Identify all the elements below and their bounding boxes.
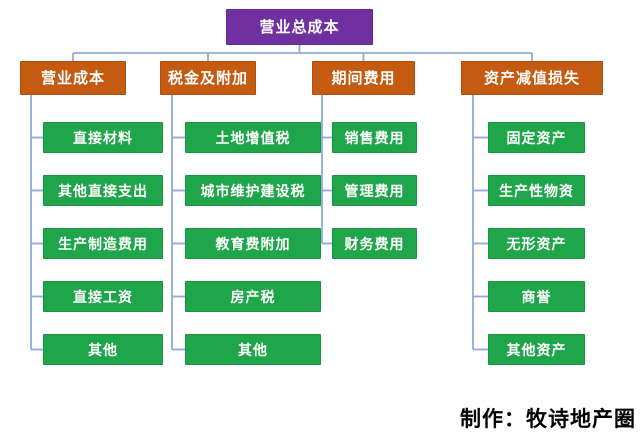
child-box-0-3: 直接工资 (43, 281, 163, 312)
child-box-3-3: 商誉 (488, 281, 585, 312)
child-box-3-0: 固定资产 (488, 122, 585, 153)
child-box-1-0: 土地增值税 (185, 122, 321, 153)
child-box-2-2: 财务费用 (332, 228, 417, 259)
child-box-0-1: 其他直接支出 (43, 175, 163, 206)
child-box-1-1: 城市维护建设税 (185, 175, 321, 206)
child-box-2-1: 管理费用 (332, 175, 417, 206)
root-box-total-operating-cost: 营业总成本 (226, 9, 373, 45)
group-box-2: 期间费用 (312, 61, 415, 95)
group-box-0: 营业成本 (20, 61, 126, 95)
caption-credit: 制作：牧诗地产圈 (460, 407, 636, 431)
child-box-2-0: 销售费用 (332, 122, 417, 153)
child-box-3-1: 生产性物资 (488, 175, 585, 206)
group-box-1: 税金及附加 (160, 61, 256, 95)
child-box-0-4: 其他 (43, 334, 163, 365)
child-box-3-4: 其他资产 (488, 334, 585, 365)
group-box-3: 资产减值损失 (461, 61, 603, 95)
child-box-1-2: 教育费附加 (185, 228, 321, 259)
child-box-1-3: 房产税 (185, 281, 321, 312)
child-box-0-2: 生产制造费用 (43, 228, 163, 259)
child-box-0-0: 直接材料 (43, 122, 163, 153)
child-box-3-2: 无形资产 (488, 228, 585, 259)
child-box-1-4: 其他 (185, 334, 321, 365)
